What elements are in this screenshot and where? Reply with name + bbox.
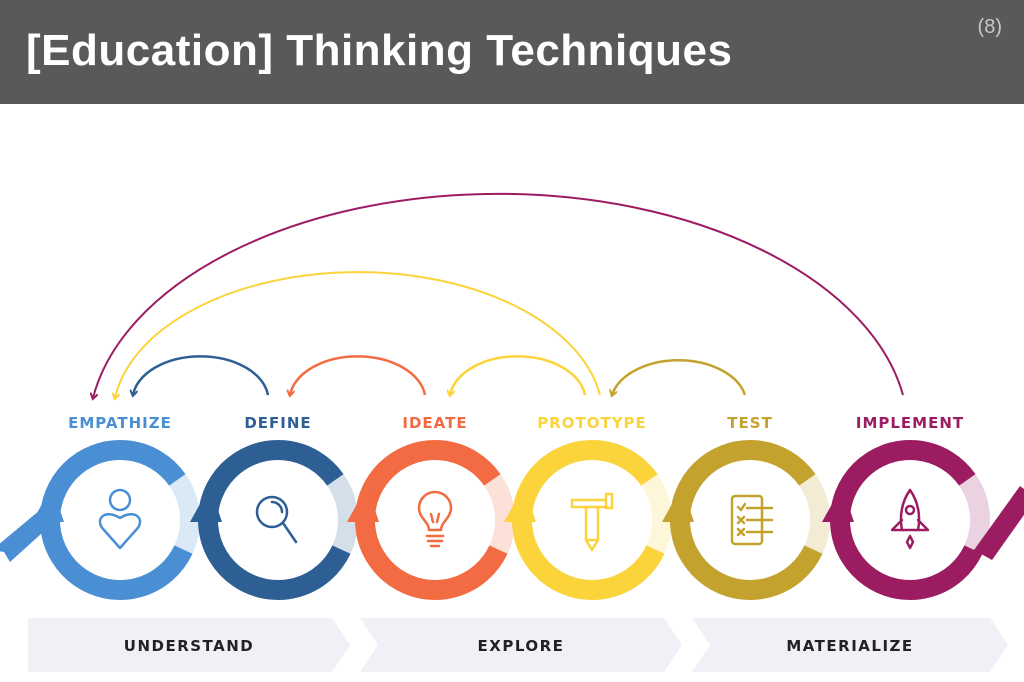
page-number: (8)	[977, 16, 1002, 38]
stage-ideate: IDEATE	[347, 414, 515, 600]
cycle-ring	[355, 440, 508, 600]
ring-arrowhead	[822, 486, 854, 522]
person-heart-icon	[98, 488, 142, 550]
cycle-ring	[40, 440, 193, 600]
ring-arrowhead	[190, 486, 222, 522]
stage-label: DEFINE	[244, 414, 311, 432]
phase-label: EXPLORE	[478, 637, 565, 655]
phase-band-explore	[360, 618, 682, 672]
stage-label: PROTOTYPE	[537, 414, 647, 432]
cycle-ring	[198, 440, 351, 600]
feedback-arrow-test-to-prototype	[612, 358, 747, 395]
ring-arrowhead	[347, 486, 379, 522]
ring-gap	[326, 474, 358, 554]
phase-label: MATERIALIZE	[786, 637, 913, 655]
stage-label: TEST	[727, 414, 773, 432]
rocket-icon	[890, 488, 930, 550]
stage-test: TEST	[662, 414, 830, 600]
ring-gap	[168, 474, 200, 554]
ring-arrowhead	[504, 486, 536, 522]
ring-arrowhead	[662, 486, 694, 522]
cycle-ring	[830, 440, 983, 600]
phase-label: UNDERSTAND	[124, 637, 254, 655]
ring-gap	[958, 474, 990, 554]
slide-header: [Education] Thinking Techniques (8)	[0, 0, 1024, 104]
feedback-arrow-prototype-to-empathize	[115, 271, 601, 398]
hammer-pencil-icon	[570, 492, 614, 552]
lightbulb-icon	[417, 490, 453, 548]
stage-empathize: EMPATHIZE	[0, 414, 200, 600]
ring-gap	[798, 474, 830, 554]
ring-gap	[483, 474, 515, 554]
stage-implement: IMPLEMENT	[822, 414, 1024, 600]
feedback-arrow-ideate-to-define	[290, 355, 427, 395]
feedback-arrow-prototype-to-ideate	[450, 355, 587, 395]
slide-title: [Education] Thinking Techniques	[26, 26, 733, 75]
stage-prototype: PROTOTYPE	[504, 414, 672, 600]
cycle-ring	[512, 440, 665, 600]
phase-band-understand	[28, 618, 350, 672]
checklist-icon	[730, 494, 774, 546]
phase-band-materialize	[692, 618, 1008, 672]
feedback-arrow-define-to-empathize	[133, 355, 270, 395]
cycle-ring	[670, 440, 823, 600]
ring-gap	[640, 474, 672, 554]
design-thinking-diagram: UNDERSTAND EXPLORE MATERIALIZE EMPATHIZE DE…	[0, 192, 1024, 672]
stage-define: DEFINE	[190, 414, 358, 600]
stage-label: EMPATHIZE	[68, 414, 172, 432]
ribbon-tail	[0, 510, 52, 562]
magnifier-icon	[255, 495, 298, 544]
stage-label: IDEATE	[402, 414, 467, 432]
ribbon-tail	[974, 486, 1024, 560]
stage-label: IMPLEMENT	[856, 414, 964, 432]
feedback-arrow-implement-to-empathize	[93, 192, 904, 398]
